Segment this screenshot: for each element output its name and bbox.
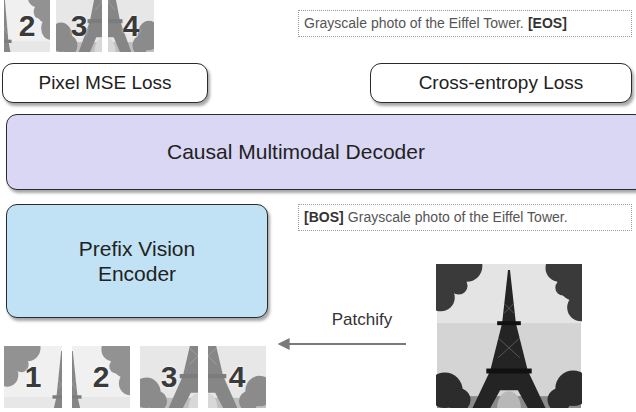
loss-box: Pixel MSE Loss	[2, 63, 208, 103]
node-text: Grayscale photo of the Eiffel Tower.	[348, 209, 568, 225]
decoder-block: Causal Multimodal Decoder	[6, 114, 636, 190]
node-text: Pixel MSE Loss	[38, 72, 171, 93]
text-wrap: Causal Multimodal Decoder	[167, 139, 425, 164]
node-text: Causal Multimodal Decoder	[167, 140, 425, 163]
node-text: Grayscale photo of the Eiffel Tower.	[304, 15, 524, 31]
patch-number: 2	[19, 9, 36, 43]
encoder-block: Prefix Vision Encoder	[6, 204, 268, 318]
text-wrap: Prefix Vision Encoder	[62, 236, 212, 286]
patch-number: 4	[229, 360, 246, 394]
patch-number: 3	[71, 9, 88, 43]
text-wrap: Pixel MSE Loss	[38, 72, 171, 95]
loss-box: Cross-entropy Loss	[370, 63, 632, 103]
text-wrap: Grayscale photo of the Eiffel Tower.[EOS…	[304, 15, 567, 32]
patch-number: 2	[93, 360, 110, 394]
text-wrap: [BOS]Grayscale photo of the Eiffel Tower…	[304, 209, 568, 226]
patch-number: 4	[123, 9, 140, 43]
token-sequence-box: Grayscale photo of the Eiffel Tower.[EOS…	[298, 10, 632, 37]
patch-number: 3	[161, 360, 178, 394]
patch-number: 1	[25, 360, 42, 394]
eiffel-photo	[423, 250, 597, 412]
step-label: Patchify	[332, 310, 392, 330]
special-token: [EOS]	[528, 15, 567, 31]
special-token: [BOS]	[304, 209, 344, 225]
node-text: Cross-entropy Loss	[419, 72, 584, 93]
patchify-arrow	[280, 343, 406, 345]
node-text: Prefix Vision Encoder	[79, 237, 195, 285]
token-sequence-box: [BOS]Grayscale photo of the Eiffel Tower…	[298, 204, 632, 231]
text-wrap: Cross-entropy Loss	[419, 72, 584, 95]
